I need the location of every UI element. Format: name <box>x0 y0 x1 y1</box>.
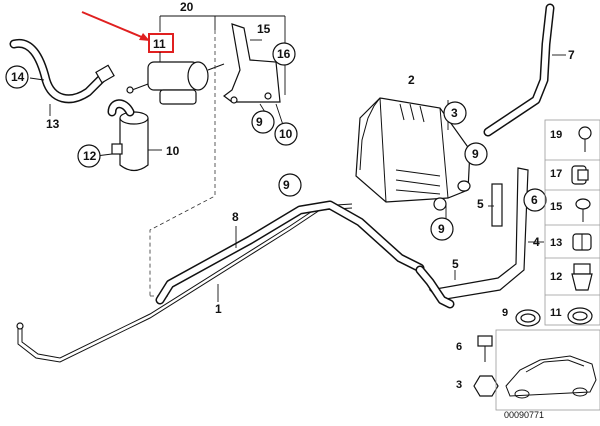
callout-label: 9 <box>283 178 290 192</box>
callout-label: 6 <box>531 193 538 207</box>
canister-2 <box>355 97 471 211</box>
panel-label-15: 15 <box>550 201 562 213</box>
reference-code: 00090771 <box>504 410 544 420</box>
callout-13[interactable]: 10 <box>274 122 298 146</box>
callout-3[interactable]: 3 <box>443 101 467 125</box>
callout-15[interactable]: 12 <box>77 144 101 168</box>
pump-11 <box>126 52 225 105</box>
hose-7 <box>483 3 555 137</box>
callout-label: 9 <box>438 222 445 236</box>
car-thumbnail-icon <box>495 329 600 411</box>
panel-label-11: 11 <box>550 307 562 319</box>
callout-label: 14 <box>11 70 25 84</box>
callout-7[interactable]: 7 <box>568 48 575 62</box>
callout-label: 16 <box>277 47 291 61</box>
canister-14 <box>107 99 162 172</box>
bracket-4 <box>415 167 529 309</box>
mount-icon <box>571 263 593 291</box>
callout-19[interactable]: 16 <box>272 42 296 66</box>
callout-label: 9 <box>472 147 479 161</box>
callout-12[interactable]: 9 <box>251 110 275 134</box>
clamp-icon-11 <box>567 307 593 325</box>
callout-10[interactable]: 9 <box>278 173 302 197</box>
callout-1[interactable]: 1 <box>215 302 222 316</box>
hose-16 <box>9 38 115 104</box>
callout-label: 3 <box>451 106 458 120</box>
fastener-panel: 19 17 15 13 12 11 <box>544 119 600 326</box>
grommet-icon <box>572 233 592 251</box>
callout-17[interactable]: 14 <box>5 65 29 89</box>
callout-5-upper[interactable]: 5 <box>477 197 484 211</box>
panel-label-3: 3 <box>456 379 462 391</box>
stud-icon <box>477 335 493 362</box>
group-label: 20 <box>180 0 194 14</box>
bracket-18 <box>223 23 281 104</box>
clamp-icon-9 <box>515 309 541 327</box>
callout-2[interactable]: 2 <box>408 73 415 87</box>
callout-label: 12 <box>83 149 97 163</box>
screw-icon <box>578 126 592 152</box>
panel-label-9: 9 <box>502 307 508 319</box>
bolt-icon <box>575 198 591 222</box>
callout-5-lower[interactable]: 5 <box>452 257 459 271</box>
callout-6[interactable]: 6 <box>523 188 547 212</box>
line-1 <box>16 203 353 363</box>
callout-label: 10 <box>279 127 293 141</box>
callout-18[interactable]: 15 <box>257 22 271 36</box>
callout-9-lower[interactable]: 9 <box>430 217 454 241</box>
callout-8[interactable]: 8 <box>232 210 239 224</box>
hose-8 <box>155 200 425 305</box>
panel-label-12: 12 <box>550 271 562 283</box>
panel-label-17: 17 <box>550 168 562 180</box>
panel-label-6: 6 <box>456 341 462 353</box>
fastener-panel-lower: 9 10 6 3 <box>456 307 541 397</box>
callout-label: 9 <box>256 115 263 129</box>
callout-14[interactable]: 10 <box>166 144 180 158</box>
callout-16[interactable]: 13 <box>46 117 60 131</box>
highlighted-part-label: 11 <box>153 37 166 51</box>
highlight-marker: 11 <box>81 11 174 53</box>
callout-4[interactable]: 4 <box>533 235 540 249</box>
clip-icon <box>571 165 589 185</box>
callout-9-upper[interactable]: 9 <box>464 142 488 166</box>
nut-icon <box>473 375 499 397</box>
panel-label-13: 13 <box>550 237 562 249</box>
panel-label-19: 19 <box>550 129 562 141</box>
